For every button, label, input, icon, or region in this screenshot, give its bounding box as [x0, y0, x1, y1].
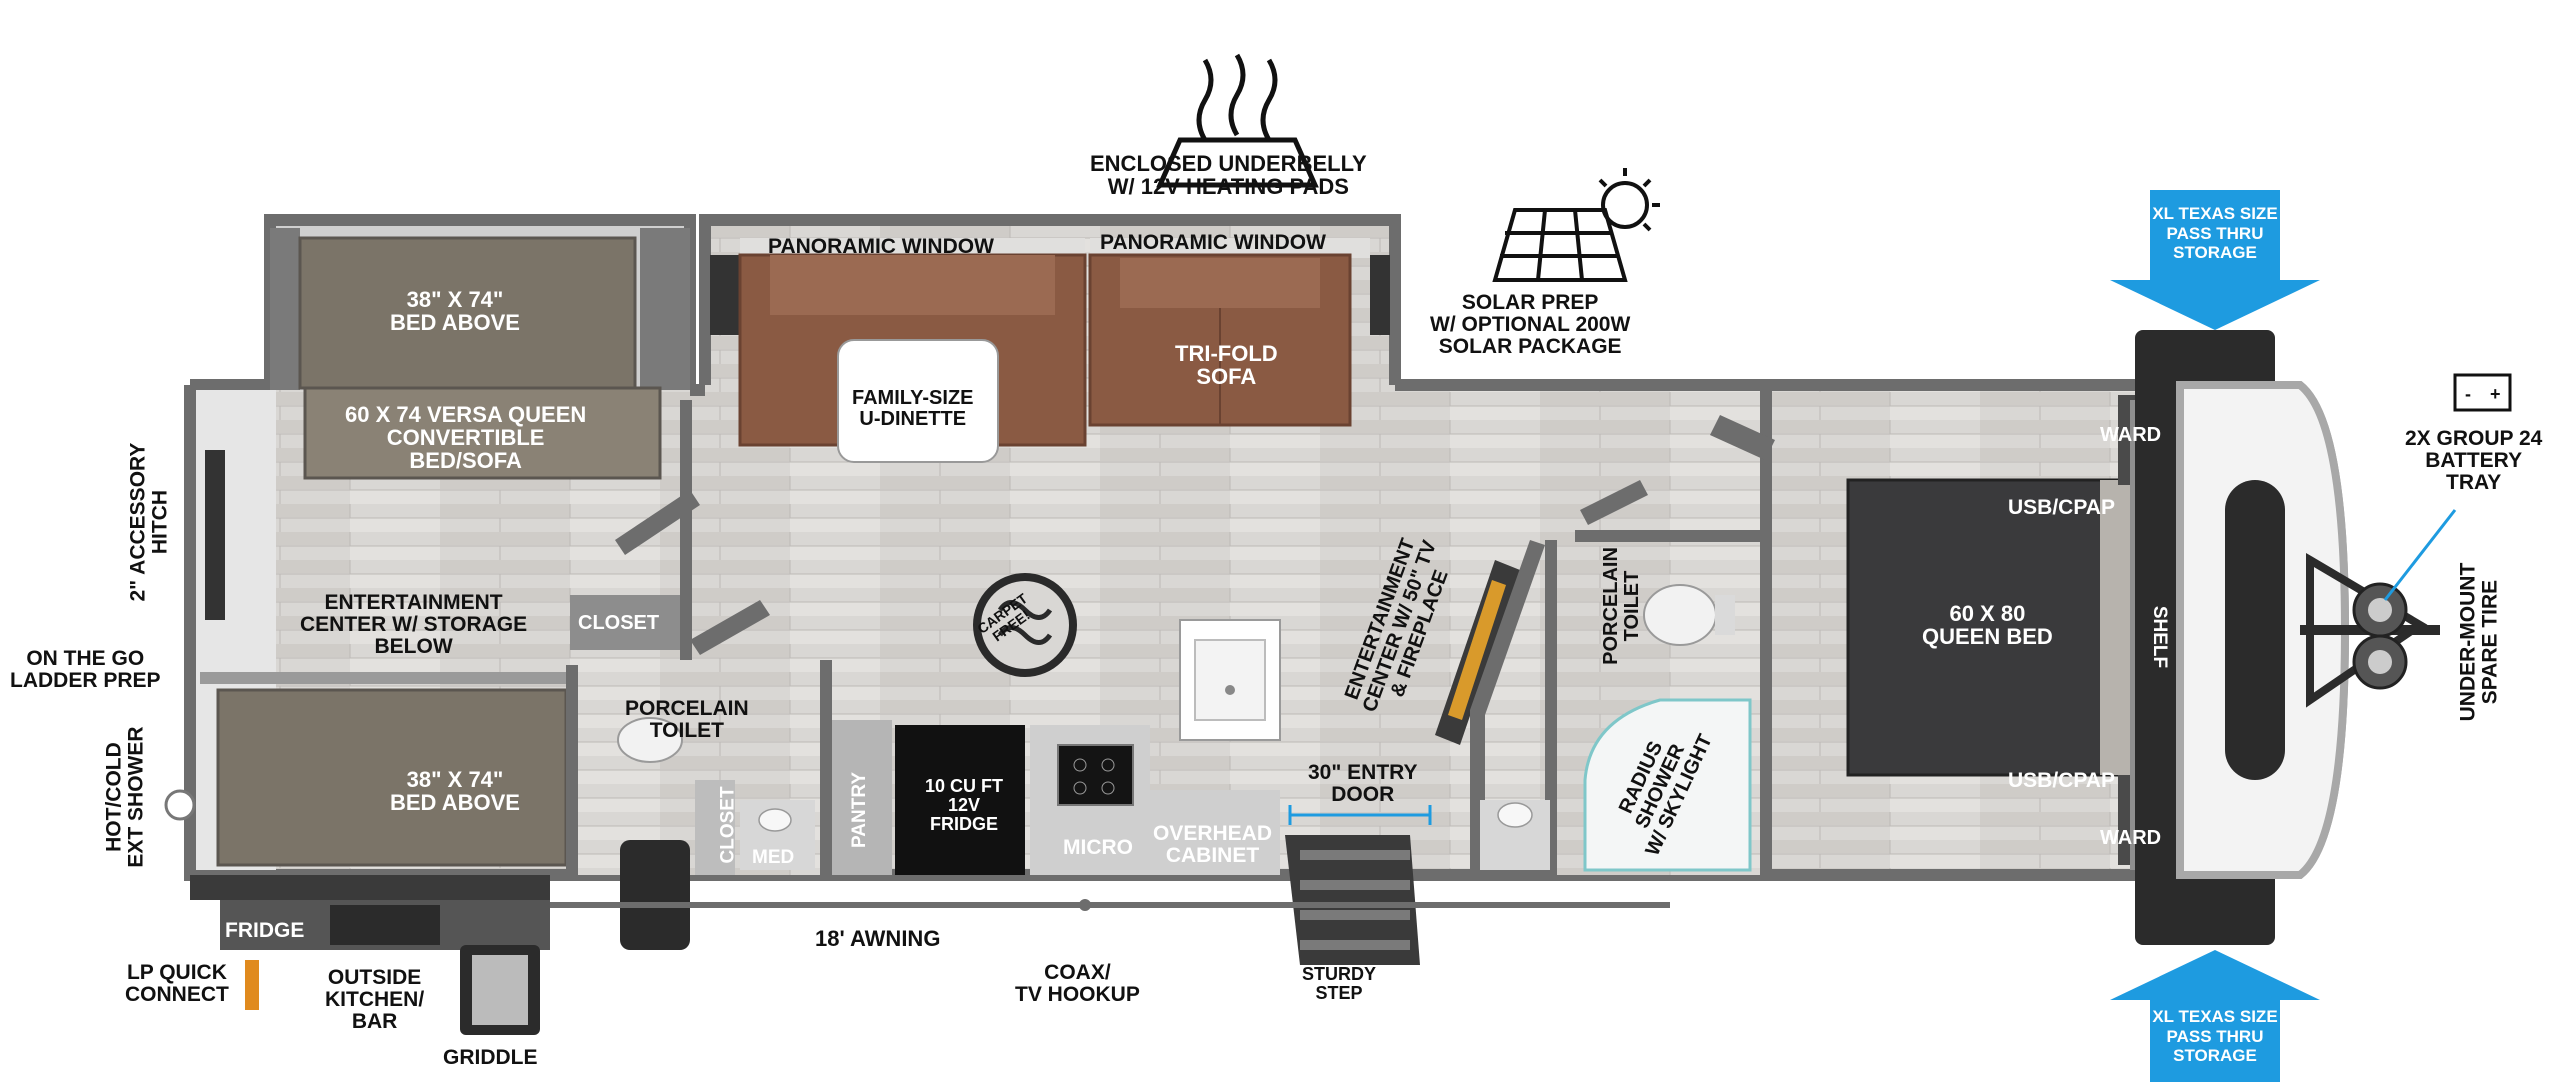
storage-callout-top-shape — [2110, 190, 2320, 330]
bunk-bottom-label: 38" X 74"BED ABOVE — [390, 767, 520, 816]
bathroom-left — [578, 660, 832, 875]
solar-icon — [1492, 168, 1660, 282]
living-slide — [710, 238, 1390, 463]
closet-bath-label: CLOSET — [717, 786, 739, 864]
outside-fridge-label: FRIDGE — [225, 919, 305, 942]
battery-icon: - + — [2383, 373, 2512, 601]
rear-exterior — [164, 789, 1670, 1035]
kitchen — [832, 619, 1281, 875]
panoramic-window-2-label: PANORAMIC WINDOW — [1100, 231, 1326, 254]
accessory-window — [205, 450, 225, 620]
shelf-label: SHELF — [2149, 605, 2171, 669]
closet-left-label: CLOSET — [578, 612, 660, 634]
ward-bottom-label: WARD — [2100, 827, 2162, 849]
awning-label: 18' AWNING — [815, 926, 941, 951]
svg-text:-: - — [2465, 384, 2471, 404]
bunk-top-label: 38" X 74"BED ABOVE — [390, 287, 520, 336]
entertainment-shelf-left — [200, 672, 570, 684]
entry-step — [1285, 805, 1432, 965]
fridge-unit — [895, 725, 1025, 875]
carpet-free-badge — [973, 573, 1077, 677]
pantry-label: PANTRY — [849, 771, 871, 848]
interior-walls-left — [566, 400, 770, 875]
entertainment-fireplace — [1435, 540, 1545, 875]
bathroom-right — [1480, 385, 1772, 875]
versa-queen-sofa — [303, 386, 662, 480]
usb-cpap-top-label: USB/CPAP — [2008, 496, 2115, 519]
griddle-label: GRIDDLE — [443, 1046, 538, 1069]
bunk-mattress-top — [298, 236, 637, 390]
coax-label: COAX/TV HOOKUP — [1015, 961, 1140, 1007]
storage-callout-bottom-shape — [2110, 950, 2320, 1082]
ward-top-label: WARD — [2100, 424, 2162, 446]
micro-label: MICRO — [1063, 836, 1133, 859]
bunk-mattress-bottom — [216, 688, 568, 867]
med-label: MED — [752, 847, 795, 868]
panoramic-window-1-label: PANORAMIC WINDOW — [768, 235, 994, 258]
front-cap — [2135, 330, 2440, 945]
usb-cpap-bottom-label: USB/CPAP — [2008, 769, 2115, 792]
svg-text:+: + — [2490, 384, 2501, 404]
heating-icon — [1156, 53, 1319, 188]
